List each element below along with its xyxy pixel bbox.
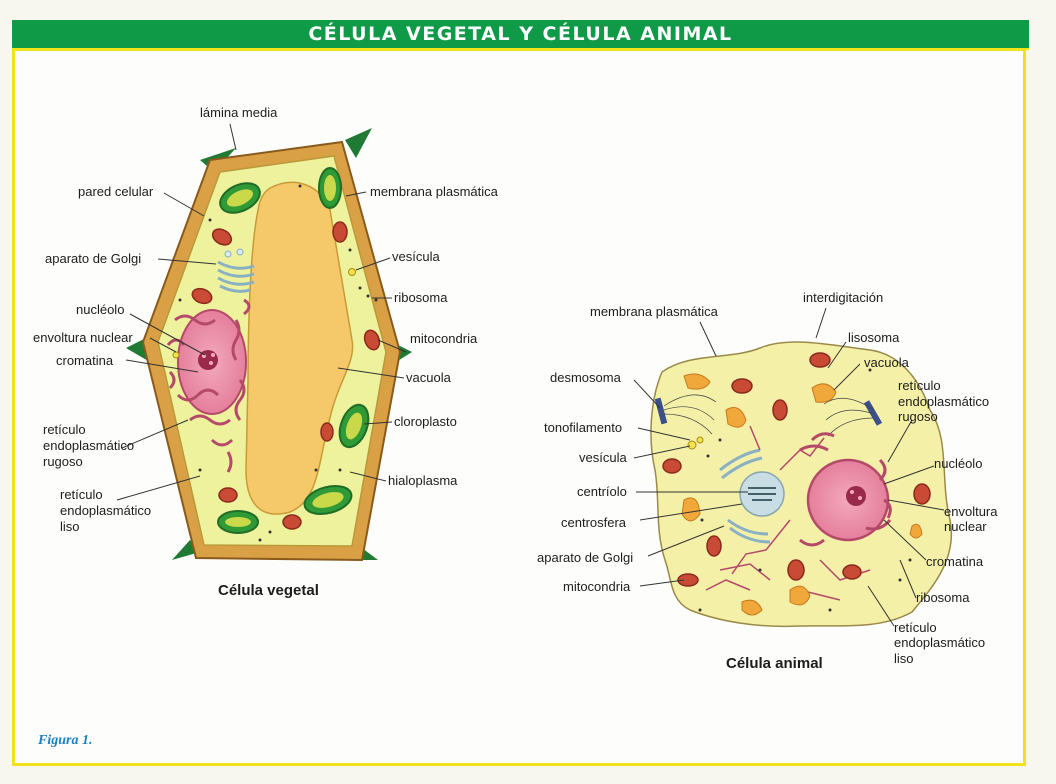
label-reticulo-liso-animal-2: endoplasmático	[894, 635, 985, 650]
label-ribosoma-animal: ribosoma	[916, 590, 970, 605]
vesicula-animal	[697, 437, 703, 443]
label-reticulo-liso-animal-1: retículo	[894, 620, 937, 635]
label-vacuola-animal: vacuola	[864, 355, 910, 370]
vesicula-animal	[688, 441, 696, 449]
animal-cell: membrana plasmática interdigitación liso…	[537, 290, 998, 672]
label-vacuola: vacuola	[406, 370, 452, 385]
label-reticulo-rugoso-3: rugoso	[43, 454, 83, 469]
label-reticulo-liso-1: retículo	[60, 487, 103, 502]
label-pared-celular: pared celular	[78, 184, 154, 199]
label-envoltura-nuclear-animal-1: envoltura	[944, 504, 998, 519]
label-reticulo-rugoso-animal-3: rugoso	[898, 409, 938, 424]
label-tonofilamento: tonofilamento	[544, 420, 622, 435]
label-reticulo-rugoso-animal-2: endoplasmático	[898, 394, 989, 409]
label-nucleolo: nucléolo	[76, 302, 124, 317]
label-cromatina-animal: cromatina	[926, 554, 984, 569]
label-reticulo-liso-2: endoplasmático	[60, 503, 151, 518]
label-mitocondria-animal: mitocondria	[563, 579, 631, 594]
label-mitocondria: mitocondria	[410, 331, 478, 346]
label-ribosoma: ribosoma	[394, 290, 448, 305]
caption-celula-vegetal: Célula vegetal	[218, 582, 319, 599]
vesicula-plant	[349, 269, 356, 276]
label-desmosoma: desmosoma	[550, 370, 622, 385]
label-reticulo-rugoso-2: endoplasmático	[43, 438, 134, 453]
label-membrana-plasmatica-animal: membrana plasmática	[590, 304, 719, 319]
label-vesicula: vesícula	[392, 249, 440, 264]
label-reticulo-rugoso-1: retículo	[43, 422, 86, 437]
label-membrana-plasmatica: membrana plasmática	[370, 184, 499, 199]
label-centrosfera: centrosfera	[561, 515, 627, 530]
plant-cell: lámina media pared celular aparato de Go…	[33, 105, 499, 599]
label-reticulo-rugoso-animal-1: retículo	[898, 378, 941, 393]
label-cloroplasto: cloroplasto	[394, 414, 457, 429]
figure-label: Figura 1.	[37, 733, 92, 748]
label-lisosoma: lisosoma	[848, 330, 900, 345]
label-reticulo-liso-animal-3: liso	[894, 651, 914, 666]
vesicula-plant	[173, 352, 179, 358]
label-interdigitacion: interdigitación	[803, 290, 883, 305]
label-envoltura-nuclear-animal-2: nuclear	[944, 519, 987, 534]
label-hialoplasma: hialoplasma	[388, 473, 458, 488]
label-centriolo: centríolo	[577, 484, 627, 499]
label-lamina-media: lámina media	[200, 105, 278, 120]
label-aparato-golgi-animal: aparato de Golgi	[537, 550, 633, 565]
caption-celula-animal: Célula animal	[726, 655, 823, 672]
label-nucleolo-animal: nucléolo	[934, 456, 982, 471]
label-vesicula-animal: vesícula	[579, 450, 627, 465]
label-envoltura-nuclear: envoltura nuclear	[33, 330, 133, 345]
label-reticulo-liso-3: liso	[60, 519, 80, 534]
label-aparato-golgi: aparato de Golgi	[45, 251, 141, 266]
nucleolo-animal-shape	[846, 486, 866, 506]
lamina-media-corner	[345, 128, 372, 158]
label-cromatina: cromatina	[56, 353, 114, 368]
